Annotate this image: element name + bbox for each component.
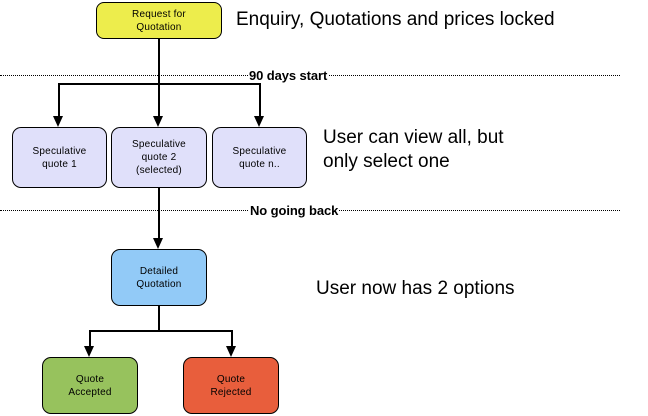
connector-to-spec2 <box>158 83 160 116</box>
connector-rfq-stem <box>158 39 160 84</box>
annotation-enquiry-locked: Enquiry, Quotations and prices locked <box>236 9 555 30</box>
arrowhead-to-spec2 <box>153 116 163 127</box>
node-request-for-quotation[interactable]: Request for Quotation <box>96 2 222 39</box>
annotation-view-all-select-one: User can view all, but only select one <box>323 127 504 172</box>
node-speculative-quote-n[interactable]: Speculative quote n.. <box>212 127 307 188</box>
node-quote-rejected[interactable]: Quote Rejected <box>183 357 279 414</box>
arrowhead-to-accepted <box>84 346 94 357</box>
node-detailed-quotation[interactable]: Detailed Quotation <box>111 249 207 306</box>
arrowhead-to-specn <box>254 116 264 127</box>
arrowhead-to-rejected <box>226 346 236 357</box>
annotation-two-options: User now has 2 options <box>316 278 515 299</box>
phase-separator-no-going-back-label: No going back <box>249 203 340 218</box>
connector-to-accepted <box>89 330 91 346</box>
connector-detailed-bus <box>89 330 232 332</box>
arrowhead-to-spec1 <box>53 116 63 127</box>
connector-detailed-stem <box>158 306 160 331</box>
arrowhead-to-detailed <box>153 238 163 249</box>
node-speculative-quote-2[interactable]: Speculative quote 2 (selected) <box>111 127 207 188</box>
phase-separator-90-days-label: 90 days start <box>248 68 329 83</box>
connector-to-spec1 <box>58 83 60 116</box>
node-quote-accepted[interactable]: Quote Accepted <box>42 357 138 414</box>
node-speculative-quote-1[interactable]: Speculative quote 1 <box>12 127 107 188</box>
connector-to-specn <box>259 83 261 116</box>
connector-spec2-to-detailed <box>158 188 160 238</box>
connector-to-rejected <box>231 330 233 346</box>
